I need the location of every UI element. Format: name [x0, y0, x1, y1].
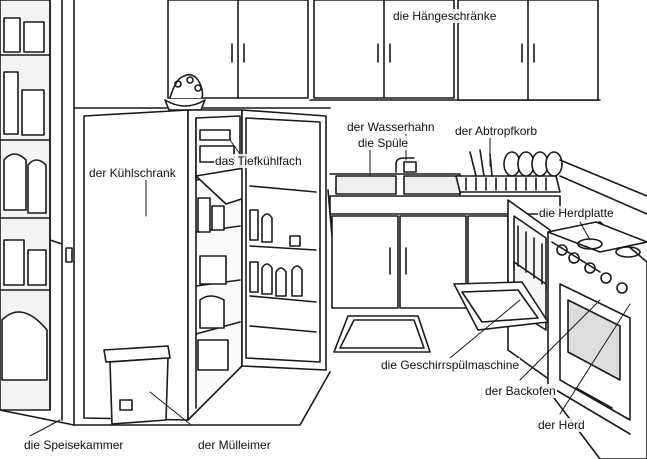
label-haengeschraenke: die Hängeschränke — [392, 9, 498, 23]
stove-drawing — [547, 159, 647, 459]
wall-cabinets-drawing — [167, 0, 599, 101]
label-muelleimer: der Mülleimer — [197, 438, 272, 452]
label-abtropfkorb: der Abtropfkorb — [454, 124, 539, 138]
label-herdplatte: die Herdplatte — [538, 206, 615, 220]
leader-herd — [559, 303, 631, 415]
label-wasserhahn: der Wasserhahn — [346, 120, 436, 134]
label-backofen: der Backofen — [484, 384, 557, 398]
label-kuehlschrank: der Kühlschrank — [88, 166, 177, 180]
label-spuele: die Spüle — [357, 136, 410, 150]
leader-geschirrspuelmaschine — [449, 299, 521, 359]
label-speisekammer: die Speisekammer — [23, 438, 125, 452]
leader-speisekammer — [29, 419, 61, 437]
sink-counter-drawing — [329, 149, 563, 353]
label-geschirrspuelmaschine: die Geschirrspülmaschine — [380, 358, 521, 372]
pantry-drawing — [0, 0, 75, 426]
refrigerator-drawing — [83, 73, 333, 421]
label-tiefkuehlfach: das Tiefkühlfach — [214, 154, 303, 168]
label-herd: der Herd — [537, 418, 586, 432]
trash-can-drawing — [103, 345, 171, 425]
dishwasher-drawing — [453, 199, 551, 381]
leader-tiefkuehlfach — [229, 139, 241, 155]
leader-muelleimer — [149, 391, 191, 425]
leader-herdplatte — [579, 221, 591, 241]
leader-backofen — [519, 299, 601, 381]
